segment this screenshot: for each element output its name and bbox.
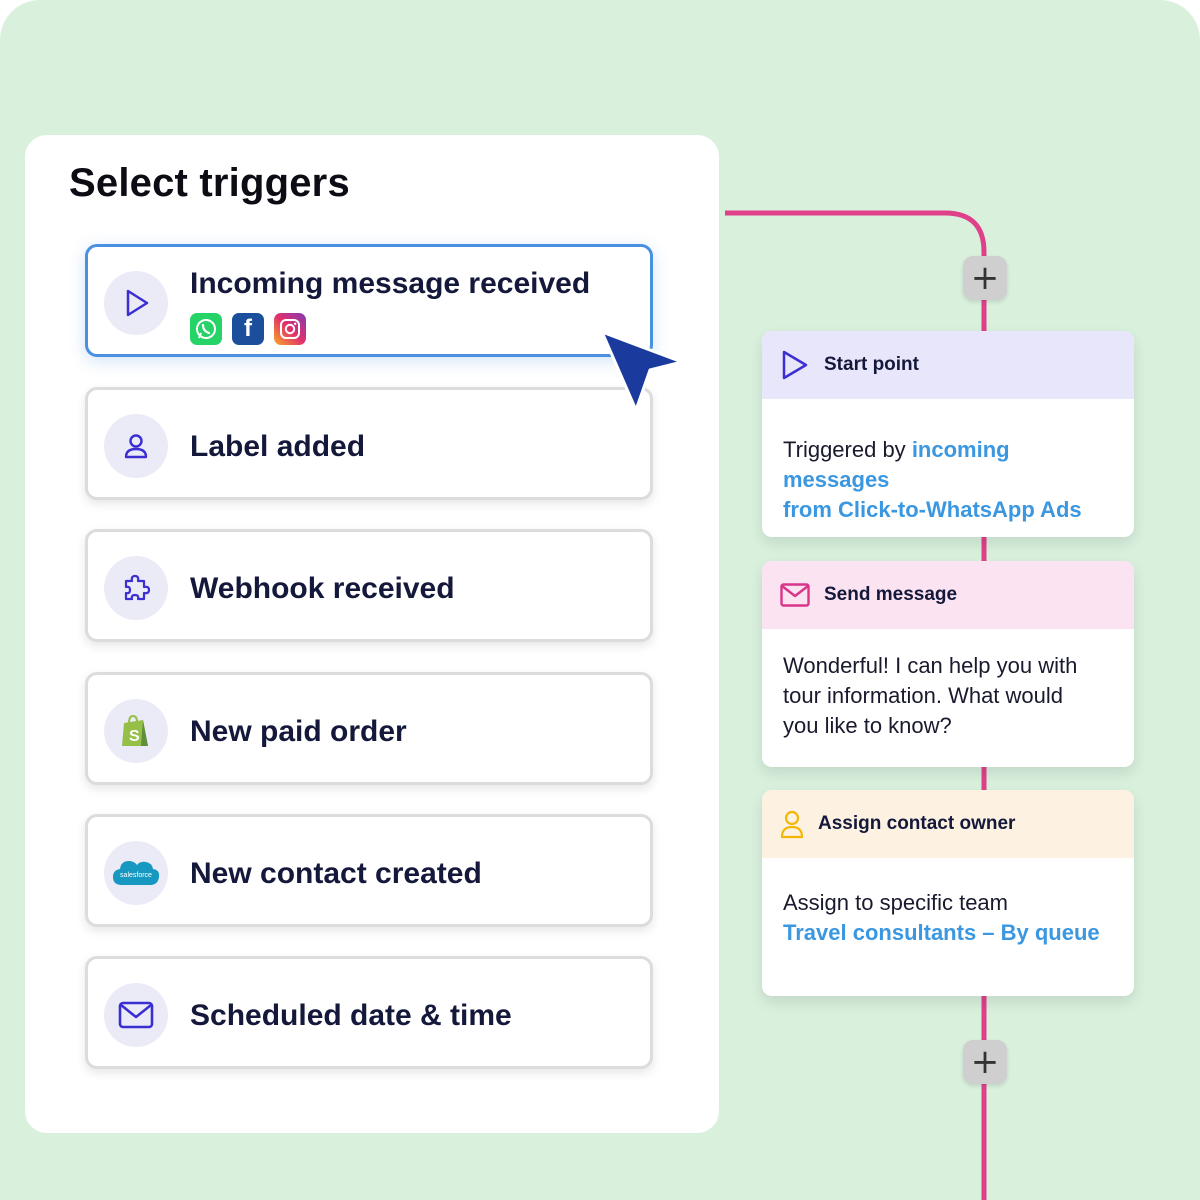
salesforce-icon: salesforce [104, 841, 168, 905]
play-icon [104, 271, 168, 335]
card-title: Send message [824, 584, 958, 605]
trigger-label-added[interactable]: Label added [85, 387, 653, 500]
instagram-icon [274, 313, 306, 345]
card-header: Assign contact owner [762, 790, 1134, 858]
flow-card-send-message[interactable]: Send message Wonderful! I can help you w… [762, 561, 1134, 767]
card-body: Assign to specific team Travel consultan… [762, 858, 1134, 948]
add-step-button-top[interactable]: + [963, 256, 1007, 300]
trigger-label: New contact created [190, 857, 482, 890]
assign-text: Assign to specific team [783, 890, 1008, 915]
message-line-1: Wonderful! I can help you with [783, 653, 1078, 678]
flow-card-start-point[interactable]: Start point Triggered by incoming messag… [762, 331, 1134, 537]
card-title: Assign contact owner [818, 813, 1016, 834]
user-icon [780, 809, 804, 839]
panel-title: Select triggers [69, 161, 350, 205]
trigger-source-link-2[interactable]: from Click-to-WhatsApp Ads [783, 497, 1082, 522]
trigger-webhook-received[interactable]: Webhook received [85, 529, 653, 642]
play-icon [780, 349, 810, 381]
add-step-button-bottom[interactable]: + [963, 1040, 1007, 1084]
user-icon [104, 414, 168, 478]
trigger-incoming-message[interactable]: Incoming message received f [85, 244, 653, 357]
cursor-arrow-icon [600, 330, 684, 412]
message-line-2: tour information. What would [783, 683, 1064, 708]
mail-icon [780, 583, 810, 607]
trigger-panel: Select triggers Incoming message receive… [25, 135, 719, 1133]
salesforce-logo-text: salesforce [120, 872, 152, 879]
card-header: Send message [762, 561, 1134, 629]
trigger-label: Webhook received [190, 572, 455, 605]
trigger-label: Label added [190, 430, 366, 463]
whatsapp-icon [190, 313, 222, 345]
shopify-icon: S [104, 699, 168, 763]
trigger-source-link[interactable]: incoming messages [783, 437, 1010, 492]
card-title: Start point [824, 354, 919, 375]
trigger-label: New paid order [190, 715, 407, 748]
facebook-icon: f [232, 313, 264, 345]
body-text: Triggered by [783, 437, 912, 462]
puzzle-icon [104, 556, 168, 620]
mail-icon [104, 983, 168, 1047]
card-body: Triggered by incoming messages from Clic… [762, 399, 1134, 525]
card-body: Wonderful! I can help you with tour info… [762, 629, 1134, 741]
trigger-scheduled-date-time[interactable]: Scheduled date & time [85, 956, 653, 1069]
channel-icons: f [190, 313, 306, 345]
svg-text:S: S [129, 728, 140, 745]
flow-card-assign-contact-owner[interactable]: Assign contact owner Assign to specific … [762, 790, 1134, 996]
trigger-new-contact-created[interactable]: salesforce New contact created [85, 814, 653, 927]
trigger-new-paid-order[interactable]: S New paid order [85, 672, 653, 785]
trigger-label: Scheduled date & time [190, 999, 512, 1032]
trigger-label: Incoming message received [190, 267, 591, 300]
card-header: Start point [762, 331, 1134, 399]
message-line-3: you like to know? [783, 713, 952, 738]
assign-queue-link[interactable]: Travel consultants – By queue [783, 920, 1100, 945]
